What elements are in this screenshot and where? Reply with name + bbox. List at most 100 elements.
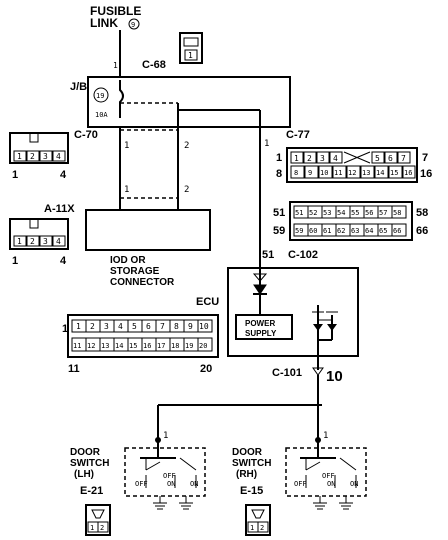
c68-pin-text: 1 <box>113 61 118 70</box>
input-terminal-arrow <box>252 273 268 282</box>
fuse-number-badge <box>93 87 109 103</box>
svg-text:3: 3 <box>104 322 109 331</box>
svg-text:1: 1 <box>90 524 94 532</box>
ecu-n-bl: 11 <box>68 363 80 375</box>
power-supply-label-1: POWER <box>245 319 275 328</box>
door-lh-label-1: DOOR <box>70 447 101 458</box>
ground-icon <box>153 496 167 510</box>
svg-text:1: 1 <box>294 154 299 163</box>
svg-text:2: 2 <box>90 322 95 331</box>
door-rh-connector-icon: 1 2 <box>245 504 271 536</box>
svg-text:57: 57 <box>379 209 387 217</box>
svg-text:8: 8 <box>294 169 298 177</box>
svg-text:2: 2 <box>260 524 264 532</box>
diode-icon <box>253 284 267 295</box>
c70-label: C-70 <box>74 129 98 141</box>
c102-n-bl: 59 <box>273 225 285 237</box>
ecu-n-br: 20 <box>200 363 212 375</box>
c101-pin: 10 <box>326 368 343 385</box>
power-supply-label-2: SUPPLY <box>245 329 277 338</box>
c102-connector-icon: 51 52 53 54 55 56 57 58 59 60 61 62 63 6… <box>289 201 413 241</box>
c77-n-bl: 8 <box>276 168 282 180</box>
svg-text:10: 10 <box>199 322 209 331</box>
svg-text:13: 13 <box>101 342 109 350</box>
svg-text:66: 66 <box>393 227 401 235</box>
fusible-link-symbol <box>128 18 140 30</box>
svg-text:60: 60 <box>309 227 317 235</box>
svg-text:11: 11 <box>334 169 342 177</box>
door-lh-connector-icon: 1 2 <box>85 504 111 536</box>
c70-connector-icon: 1 2 3 4 <box>9 132 69 164</box>
svg-text:2: 2 <box>100 524 104 532</box>
svg-text:9: 9 <box>308 169 312 177</box>
fuse-symbol <box>119 80 124 118</box>
svg-text:7: 7 <box>160 322 165 331</box>
door-rh-label-3: (RH) <box>236 469 257 480</box>
svg-text:51: 51 <box>295 209 303 217</box>
c77-connector-icon: 1 2 3 4 5 6 7 8 9 10 11 12 13 14 15 16 <box>286 147 418 183</box>
c101-label: C-101 <box>272 367 302 379</box>
c101-terminal <box>312 367 324 376</box>
c70-wire-b: 2 <box>184 141 189 151</box>
ecu-label: ECU <box>196 296 219 308</box>
svg-text:11: 11 <box>73 342 81 350</box>
a11x-label: A-11X <box>44 203 75 215</box>
svg-text:5: 5 <box>375 154 380 163</box>
diode-icon-3 <box>327 324 337 331</box>
ground-icon <box>179 496 193 510</box>
fusible-link-label-2: LINK <box>90 16 118 30</box>
svg-text:2: 2 <box>30 237 35 246</box>
door-lh-label-2: SWITCH <box>70 458 109 469</box>
svg-text:14: 14 <box>376 169 384 177</box>
svg-text:54: 54 <box>337 209 345 217</box>
svg-text:OFF: OFF <box>163 472 176 480</box>
ecu-n-tl: 1 <box>62 323 68 335</box>
svg-text:OFF: OFF <box>294 480 307 488</box>
svg-text:4: 4 <box>333 154 338 163</box>
a11x-n4: 4 <box>60 255 67 267</box>
c77-n-tr: 7 <box>422 152 428 164</box>
a11x-connector-icon: 1 2 3 4 <box>9 218 69 250</box>
svg-text:59: 59 <box>295 227 303 235</box>
svg-text:10: 10 <box>320 169 328 177</box>
c68-connector-icon: 1 <box>179 32 203 64</box>
svg-text:1: 1 <box>250 524 254 532</box>
svg-text:ON: ON <box>327 480 335 488</box>
fusible-link-label-1: FUSIBLE <box>90 4 141 18</box>
jb-label: J/B <box>70 81 87 93</box>
door-lh-code: E-21 <box>80 485 103 497</box>
fuse-rating: 10A <box>95 111 108 119</box>
svg-text:16: 16 <box>143 342 151 350</box>
svg-text:15: 15 <box>129 342 137 350</box>
junction-block <box>87 76 291 128</box>
ground-icon <box>339 496 353 510</box>
svg-text:ON: ON <box>190 480 198 488</box>
svg-text:3: 3 <box>320 154 325 163</box>
svg-text:61: 61 <box>323 227 331 235</box>
c77-wire: 1 <box>264 139 269 149</box>
svg-text:4: 4 <box>118 322 123 331</box>
c70-n4: 4 <box>60 169 67 181</box>
c102-wire: 51 <box>262 249 274 261</box>
c77-n-tl: 1 <box>276 152 282 164</box>
fuse-number: 19 <box>96 92 104 100</box>
svg-text:4: 4 <box>56 237 61 246</box>
svg-text:19: 19 <box>185 342 193 350</box>
svg-text:ON: ON <box>167 480 175 488</box>
svg-text:63: 63 <box>351 227 359 235</box>
c70-wire-a: 1 <box>124 141 129 151</box>
door-switch-lh: OFF OFF ON ON <box>124 445 206 497</box>
c102-label: C-102 <box>288 249 318 261</box>
svg-text:3: 3 <box>43 152 48 161</box>
svg-text:OFF: OFF <box>135 480 148 488</box>
diode-icon-2 <box>313 324 323 331</box>
svg-text:7: 7 <box>401 154 406 163</box>
svg-text:6: 6 <box>146 322 151 331</box>
svg-text:13: 13 <box>362 169 370 177</box>
svg-text:5: 5 <box>132 322 137 331</box>
door-rh-code: E-15 <box>240 485 263 497</box>
svg-text:8: 8 <box>174 322 179 331</box>
svg-text:1: 1 <box>76 322 81 331</box>
svg-text:56: 56 <box>365 209 373 217</box>
svg-text:58: 58 <box>393 209 401 217</box>
